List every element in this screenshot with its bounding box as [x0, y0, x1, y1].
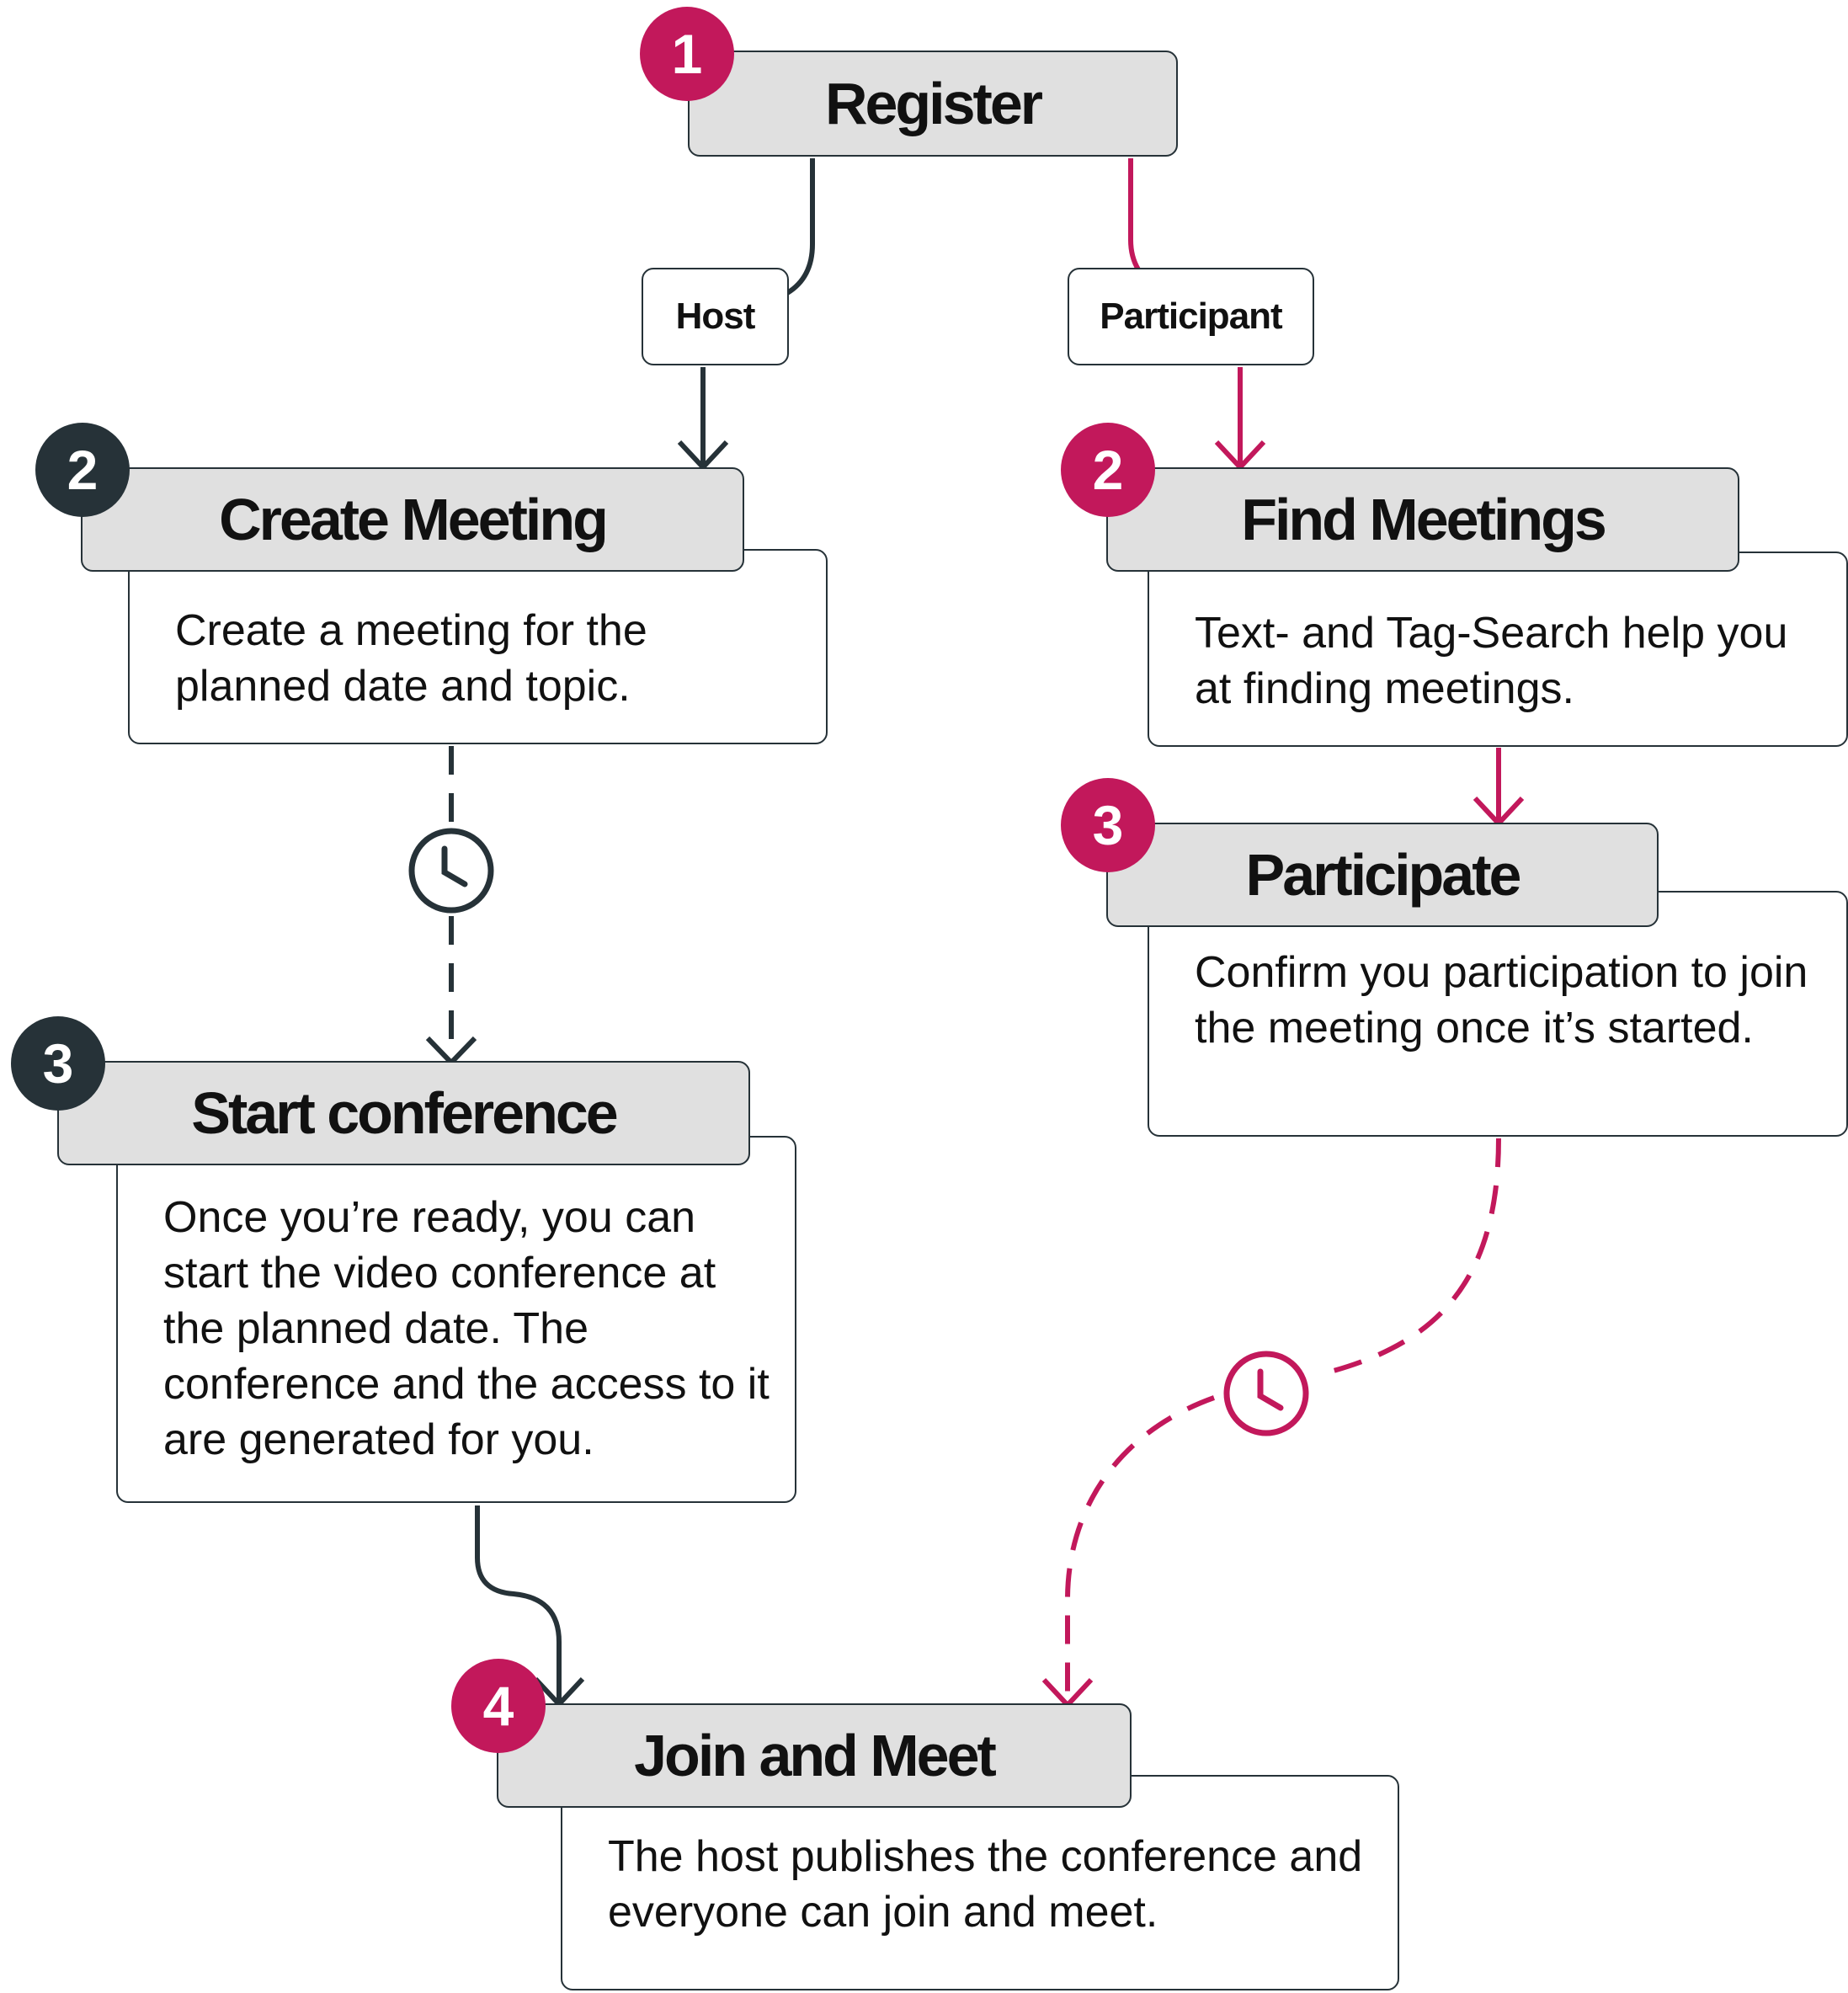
join-and-meet-step-badge: 4 [451, 1659, 546, 1753]
start-conference-step-badge: 3 [11, 1016, 105, 1111]
find-meetings-title: Find Meetings [1241, 487, 1607, 552]
join-and-meet-title: Join and Meet [634, 1723, 997, 1788]
join-and-meet-description: The host publishes the conference and ev… [608, 1832, 1363, 1937]
participate-title: Participate [1245, 842, 1522, 908]
register-step-badge: 1 [640, 7, 734, 101]
start-conference-title: Start conference [191, 1080, 618, 1146]
start-conference-description: Once you’re ready, you can start the vid… [163, 1193, 770, 1464]
participate-step-badge: 3 [1061, 778, 1155, 872]
find-meetings-description: Text- and Tag-Search help you at finding… [1195, 609, 1788, 713]
participant-role-label: Participant [1068, 268, 1314, 365]
create-meeting-title-box: Create Meeting [81, 467, 744, 572]
host-role-label: Host [642, 268, 789, 365]
participate-description-box: Confirm you participation to join the me… [1148, 891, 1848, 1137]
connector-participant-find-meetings [1214, 367, 1266, 472]
register-title: Register [824, 71, 1043, 136]
find-meetings-description-box: Text- and Tag-Search help you at finding… [1148, 552, 1848, 747]
participate-description: Confirm you participation to join the me… [1195, 948, 1808, 1052]
connector-participate-join-and-meet [1065, 1138, 1501, 1701]
connector-host-create-meeting [677, 367, 729, 472]
join-and-meet-description-box: The host publishes the conference and ev… [561, 1775, 1399, 1990]
connector-register-participant [1128, 158, 1141, 271]
connector-create-meeting-start-conference-arrowhead [425, 1036, 477, 1067]
find-meetings-title-box: Find Meetings [1106, 467, 1739, 572]
start-conference-description-box: Once you’re ready, you can start the vid… [116, 1136, 796, 1503]
create-meeting-description-box: Create a meeting for the planned date an… [128, 549, 828, 744]
join-and-meet-title-box: Join and Meet [497, 1703, 1132, 1808]
connector-register-host [786, 158, 815, 296]
create-meeting-step-badge: 2 [35, 423, 130, 517]
create-meeting-description: Create a meeting for the planned date an… [175, 606, 647, 711]
create-meeting-title: Create Meeting [219, 487, 609, 552]
start-conference-title-box: Start conference [57, 1061, 750, 1165]
clock-icon [408, 828, 494, 914]
find-meetings-step-badge: 2 [1061, 423, 1155, 517]
connector-find-meetings-participate [1473, 748, 1525, 828]
participate-title-box: Participate [1106, 823, 1659, 927]
register-title-box: Register [688, 51, 1178, 157]
clock-icon [1223, 1351, 1309, 1436]
